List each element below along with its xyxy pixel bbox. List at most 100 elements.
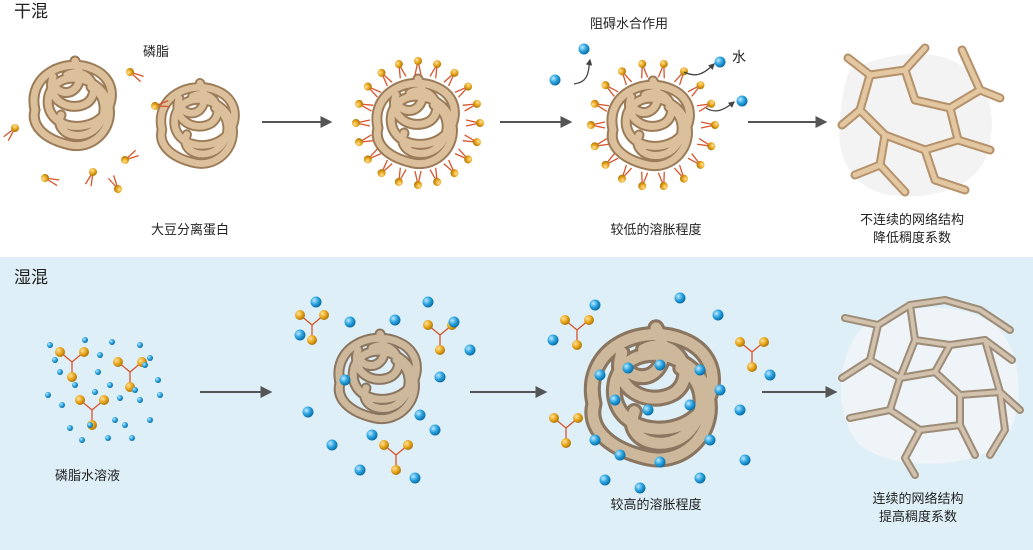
phospholipid-molecule bbox=[375, 158, 394, 180]
water-molecule bbox=[714, 384, 726, 396]
discontinuous-network bbox=[837, 43, 1005, 197]
continuous-network bbox=[838, 296, 1024, 479]
phospholipid-molecule bbox=[461, 133, 483, 148]
reduced-consistency-label: 降低稠度系数 bbox=[872, 231, 952, 246]
water-molecule bbox=[294, 329, 306, 341]
water-molecule bbox=[79, 437, 85, 443]
phospholipid-molecule bbox=[393, 166, 408, 188]
water-molecule bbox=[97, 352, 103, 358]
phospholipid-molecule bbox=[672, 163, 691, 185]
water-molecule bbox=[105, 435, 111, 441]
water-molecule bbox=[547, 334, 559, 346]
phospholipid-molecule bbox=[353, 98, 375, 113]
phospholipid-molecule bbox=[413, 170, 423, 190]
low-swelling-label: 较低的溶胀程度 bbox=[610, 223, 702, 238]
dry-mix-title: 干混 bbox=[14, 2, 48, 22]
water-molecule bbox=[147, 417, 153, 423]
phospholipid-cluster bbox=[734, 336, 770, 373]
phospholipid-molecule bbox=[588, 98, 610, 113]
soy-protein-isolate-label: 大豆分离蛋白 bbox=[150, 223, 230, 238]
water-molecule bbox=[95, 369, 101, 375]
water-molecule bbox=[609, 394, 621, 406]
phospholipid-label: 磷脂 bbox=[143, 45, 170, 60]
phospholipid-molecule bbox=[636, 58, 650, 80]
repel-arrow bbox=[573, 58, 593, 85]
water-molecule bbox=[326, 439, 338, 451]
water-molecule bbox=[344, 316, 356, 328]
water-molecule bbox=[448, 316, 460, 328]
phospholipid-molecule bbox=[118, 148, 140, 167]
water-molecule bbox=[414, 409, 426, 421]
water-molecule bbox=[122, 422, 128, 428]
phospholipid-molecule bbox=[2, 121, 22, 142]
water-molecule bbox=[147, 355, 153, 361]
continuous-network-label: 连续的网络结构 bbox=[872, 492, 964, 507]
water-molecule bbox=[422, 296, 434, 308]
water-molecule bbox=[302, 406, 314, 418]
water-molecule bbox=[642, 404, 654, 416]
water-molecule bbox=[764, 369, 776, 381]
phospholipid-molecule bbox=[39, 172, 61, 188]
water-molecule bbox=[67, 425, 73, 431]
protein-with-water bbox=[339, 334, 417, 419]
water-molecule bbox=[634, 482, 646, 494]
phospholipid-molecule bbox=[393, 58, 408, 80]
phospholipid-molecule bbox=[465, 118, 485, 128]
water-molecule bbox=[112, 417, 118, 423]
water-molecule bbox=[155, 377, 161, 383]
water-molecule bbox=[409, 472, 421, 484]
water-molecule bbox=[389, 314, 401, 326]
water-molecule bbox=[92, 389, 98, 395]
phospholipid-molecule bbox=[453, 80, 475, 99]
wet-mix-title: 湿混 bbox=[14, 268, 48, 288]
repel-arrow bbox=[705, 101, 736, 112]
phospholipid-molecule bbox=[428, 166, 443, 188]
water-molecule bbox=[72, 382, 78, 388]
water-molecule bbox=[137, 342, 143, 348]
water-molecule bbox=[57, 369, 63, 375]
water-label: 水 bbox=[732, 50, 746, 66]
phospholipid-molecule bbox=[599, 78, 620, 98]
phospholipid-molecule bbox=[442, 66, 461, 88]
phospholipid-molecule bbox=[700, 120, 720, 130]
phospholipid-molecule bbox=[586, 120, 606, 130]
water-molecule bbox=[594, 369, 606, 381]
water-molecule bbox=[704, 434, 716, 446]
phospholipid-molecule bbox=[636, 170, 650, 192]
water-molecule bbox=[354, 464, 366, 476]
phospholipid-molecule bbox=[453, 147, 475, 166]
water-molecule bbox=[117, 395, 123, 401]
water-molecule bbox=[589, 299, 601, 311]
discontinuous-network-label: 不连续的网络结构 bbox=[859, 213, 965, 228]
water-molecule bbox=[82, 337, 88, 343]
phospholipid-molecule bbox=[351, 118, 371, 128]
water-molecule bbox=[654, 456, 666, 468]
phospholipid-solution bbox=[45, 337, 163, 443]
water-molecule bbox=[739, 454, 751, 466]
water-molecule bbox=[589, 434, 601, 446]
phospholipid-molecule bbox=[686, 152, 707, 172]
water-molecule bbox=[694, 364, 706, 376]
water-molecule bbox=[52, 357, 58, 363]
water-molecule bbox=[339, 374, 351, 386]
increased-consistency-label: 提高稠度系数 bbox=[878, 510, 958, 525]
phospholipid-molecule bbox=[696, 137, 718, 152]
water-molecule bbox=[614, 449, 626, 461]
water-molecule bbox=[310, 296, 322, 308]
water-molecule bbox=[622, 362, 634, 374]
water-molecule bbox=[464, 344, 476, 356]
phospholipid-solution-label: 磷脂水溶液 bbox=[55, 469, 121, 484]
phospholipid-molecule bbox=[413, 56, 423, 76]
water-molecule bbox=[578, 43, 590, 55]
water-molecule bbox=[142, 362, 148, 368]
phospholipid-molecule bbox=[615, 65, 634, 87]
water-molecule bbox=[736, 95, 748, 107]
phospholipid-molecule bbox=[588, 137, 610, 152]
phospholipid-cluster bbox=[548, 412, 584, 449]
water-molecule bbox=[429, 424, 441, 436]
water-molecule bbox=[109, 339, 115, 345]
water-molecule bbox=[674, 292, 686, 304]
coated-protein-globule bbox=[377, 79, 455, 164]
phospholipid-molecule bbox=[428, 58, 443, 80]
